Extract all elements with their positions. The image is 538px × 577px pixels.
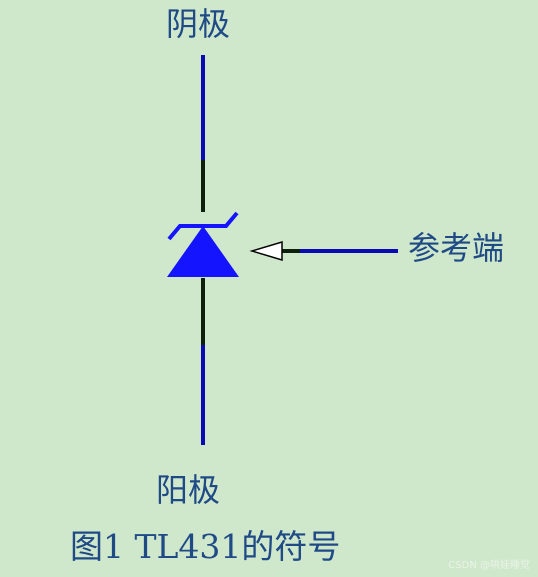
reference-label: 参考端 [408, 229, 505, 267]
cathode-bar [167, 211, 239, 241]
watermark: CSDN @哄娃睡觉 [448, 560, 530, 571]
figure-caption: 图1 TL431的符号 [70, 527, 341, 566]
diode-triangle [167, 226, 239, 277]
anode-label: 阳极 [156, 471, 221, 509]
cathode-label: 阴极 [166, 5, 231, 43]
reference-arrow [249, 240, 283, 262]
